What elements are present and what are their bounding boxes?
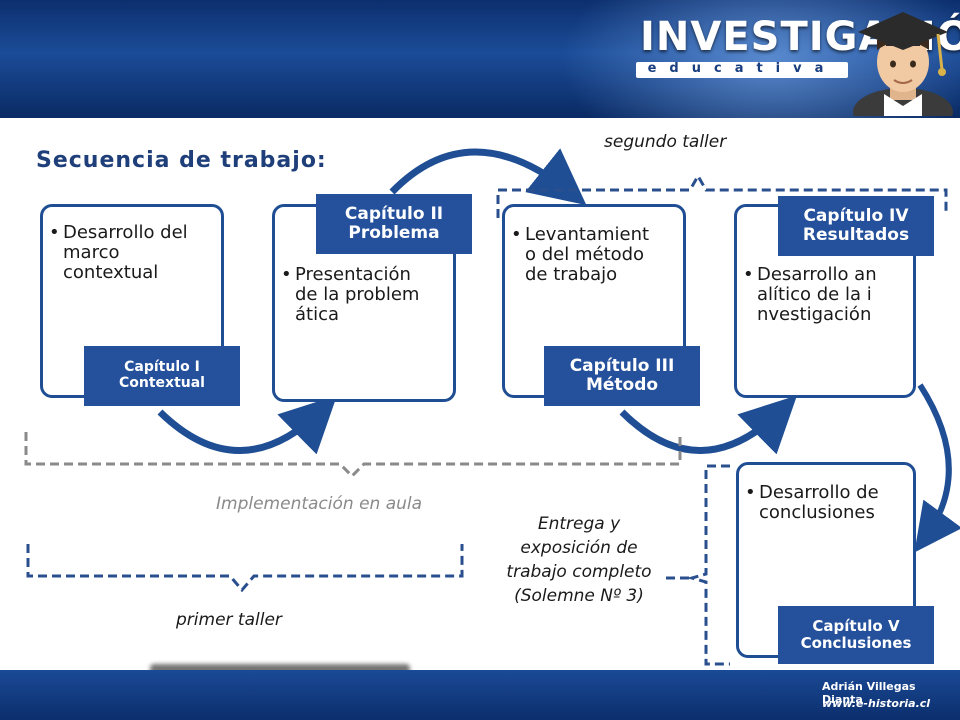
arrow-stage2-to-stage3 — [389, 148, 587, 206]
segundo-taller-label: segundo taller — [604, 132, 727, 152]
brand-subtitle: educativa — [647, 61, 837, 76]
implementacion-label: Implementación en aula — [216, 494, 423, 514]
stage-5-bullet: Desarrollo de conclusiones — [745, 483, 883, 523]
bracket-entrega — [686, 464, 730, 666]
bracket-primer-taller — [26, 544, 464, 593]
primer-taller-label: primer taller — [176, 610, 282, 630]
arrow-stage3-to-stage4 — [619, 395, 798, 455]
stage-5-label: Capítulo V Conclusiones — [778, 606, 934, 664]
bracket-segundo-taller — [496, 172, 948, 218]
footer-bar — [0, 670, 960, 720]
stage-1-label: Capítulo I Contextual — [84, 346, 240, 406]
stage-1-bullet: Desarrollo del marco contextual — [49, 223, 193, 283]
stage-4-label: Capítulo IV Resultados — [778, 196, 934, 256]
author-name: Adrián Villegas Dianta — [822, 680, 916, 706]
arrow-stage1-to-stage2 — [157, 395, 338, 455]
stage-3-label: Capítulo III Método — [544, 346, 700, 406]
stage-4-bullet: Desarrollo analítico de la investigación — [743, 265, 877, 325]
header-banner: INVESTIGACIÓN educativa — [0, 0, 960, 118]
page-title: Secuencia de trabajo: — [36, 148, 327, 173]
stage-2-label: Capítulo II Problema — [316, 194, 472, 254]
footer-shadow — [150, 664, 410, 674]
arrow-stage4-to-stage5 — [914, 383, 960, 553]
bracket-implementacion — [24, 432, 682, 479]
graduate-mascot-icon — [853, 12, 953, 116]
stage-3-bullet: Levantamiento del método de trabajo — [511, 225, 659, 285]
website-url: www.e-historia.cl — [822, 697, 931, 710]
entrega-label: Entrega y exposición de trabajo completo… — [506, 514, 652, 606]
stage-2-bullet: Presentación de la problemática — [281, 265, 425, 325]
brand-subtitle-bar — [636, 62, 848, 78]
